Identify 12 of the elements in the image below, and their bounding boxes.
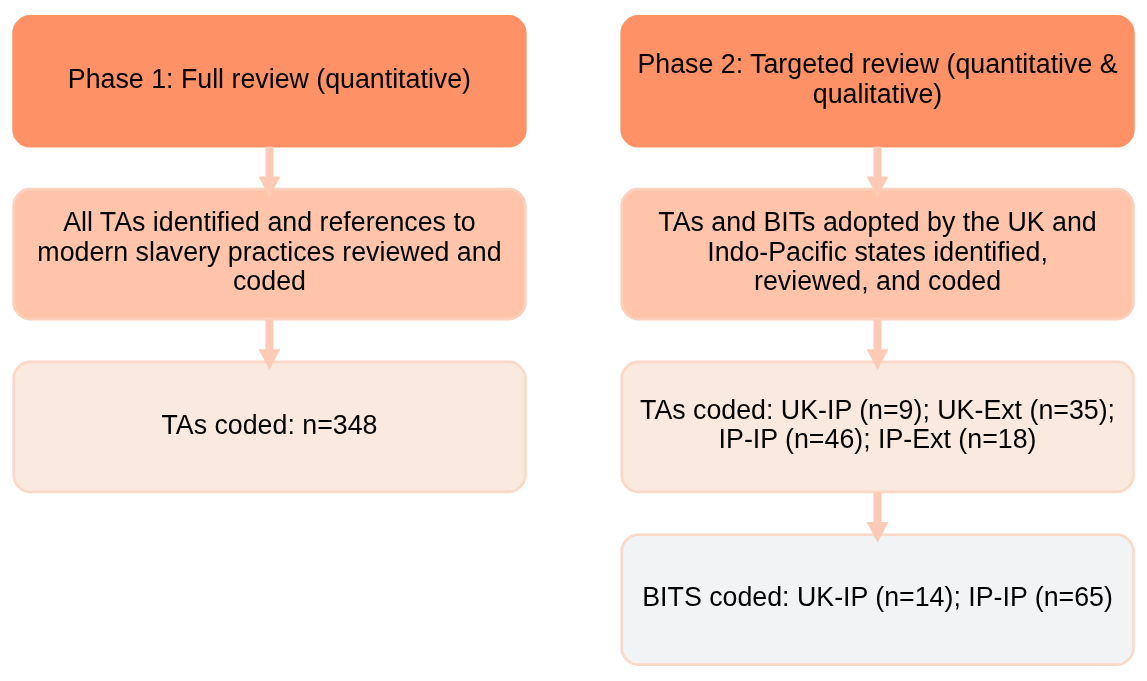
node-box: Phase 2: Targeted review (quantitative & qualitative) [620, 15, 1135, 148]
node-box: Phase 1: Full review (quantitative) [12, 15, 527, 148]
arrow [866, 319, 889, 370]
arrow [258, 146, 281, 198]
node-box: TAs and BITs adopted by the UK and Indo-Pacific states identified, reviewed, and coded [620, 187, 1135, 321]
node-box: All TAs identified and references to modern slavery practices reviewed and coded [12, 187, 527, 321]
arrow [866, 492, 889, 543]
node-box: TAs coded: n=348 [12, 360, 527, 494]
arrow [866, 146, 889, 198]
node-box: BITS coded: UK-IP (n=14); IP-IP (n=65) [620, 533, 1135, 666]
arrow [258, 319, 281, 370]
node-box: TAs coded: UK-IP (n=9); UK-Ext (n=35); IP-IP (n=46); IP-Ext (n=18) [620, 360, 1135, 494]
